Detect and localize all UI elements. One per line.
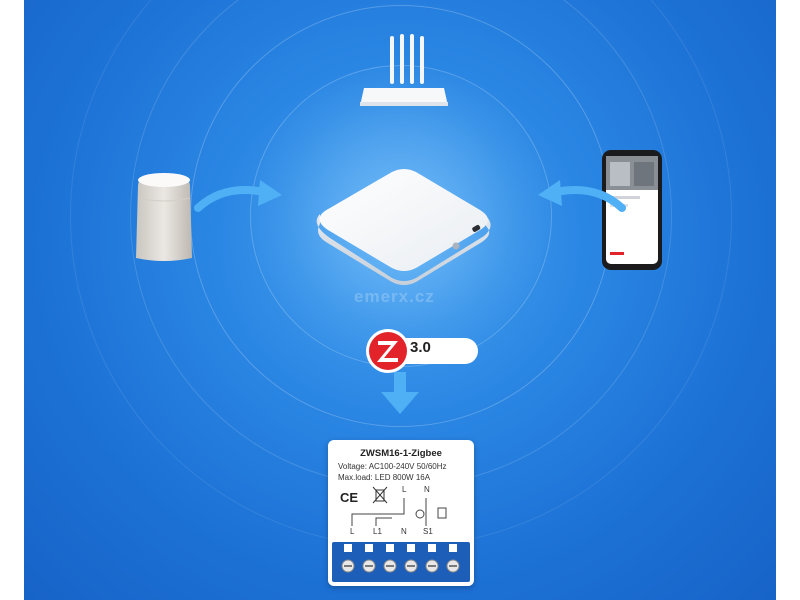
weee-bin-icon [372, 486, 388, 504]
terminal-label-top-l: L [402, 485, 407, 494]
watermark: emerx.cz [354, 287, 435, 306]
zigbee-hub-icon [316, 169, 491, 285]
zigbee-version-label: 3.0 [410, 339, 431, 356]
terminal-label-l: L [350, 527, 355, 536]
switch-module: ZWSM16-1-Zigbee Voltage: AC100-240V 50/6… [328, 440, 474, 586]
terminal-label-top-n: N [424, 485, 430, 494]
wiring-diagram-icon [351, 498, 447, 526]
module-voltage: Voltage: AC100-240V 50/60Hz [338, 462, 447, 471]
zigbee-logo-icon [366, 329, 478, 373]
module-model: ZWSM16-1-Zigbee [360, 448, 442, 459]
arrow-down-icon [381, 372, 419, 414]
ce-mark: CE [340, 490, 359, 505]
illustration-stage: emerx.cz 3.0 ZWSM16-1-Zigbee Voltage: AC… [24, 0, 776, 600]
arrow-icon [538, 180, 626, 212]
smartphone-icon [602, 150, 662, 270]
router-icon [360, 34, 448, 106]
smart-speaker-icon [136, 173, 192, 261]
arrow-icon [194, 180, 282, 212]
module-max-load: Max.load: LED 800W 16A [338, 473, 431, 482]
terminal-label-n: N [401, 527, 407, 536]
terminal-label-l1: L1 [373, 527, 382, 536]
terminal-label-s1: S1 [423, 527, 433, 536]
terminal-block [332, 542, 470, 582]
